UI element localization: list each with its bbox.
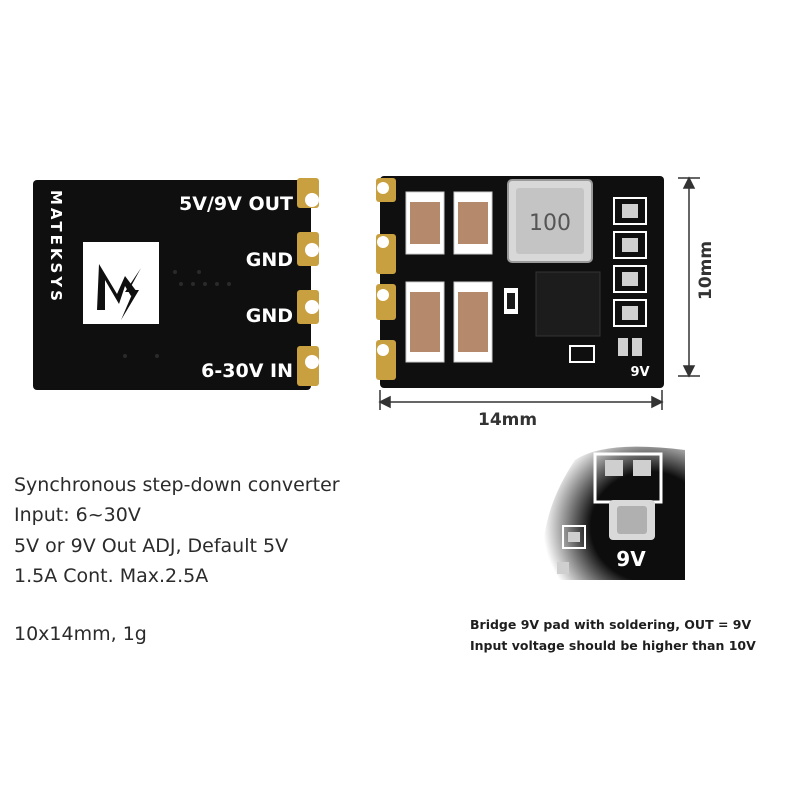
spec-line-4: 1.5A Cont. Max.2.5A xyxy=(14,565,209,587)
pin-label-gnd-1: GND xyxy=(246,249,293,271)
pin-label-out: 5V/9V OUT xyxy=(179,193,293,215)
board-front-photo: 100 9V xyxy=(376,176,664,388)
closeup-pad-label: 9V xyxy=(616,547,646,571)
pin-label-gnd-2: GND xyxy=(246,305,293,327)
inductor: 100 xyxy=(507,179,593,263)
vias xyxy=(123,270,231,358)
spec-line-2: Input: 6~30V xyxy=(14,504,141,526)
note-line-2: Input voltage should be higher than 10V xyxy=(470,638,756,653)
castellated-pads-front xyxy=(376,178,396,380)
note-line-1: Bridge 9V pad with soldering, OUT = 9V xyxy=(470,617,752,632)
brand-label: MATEKSYS xyxy=(47,190,65,304)
board-back-photo: MATEKSYS 5V/9V OUT GND GND 6-30V IN xyxy=(33,178,319,390)
ic-chip xyxy=(535,271,601,337)
pin-label-in: 6-30V IN xyxy=(201,360,293,382)
height-dimension-label: 10mm xyxy=(696,240,716,300)
capacitors xyxy=(405,191,493,363)
spec-line-1: Synchronous step-down converter xyxy=(14,474,340,496)
small-components xyxy=(504,197,647,363)
castellated-pads xyxy=(297,178,319,386)
spec-line-3: 5V or 9V Out ADJ, Default 5V xyxy=(14,535,289,557)
mateksys-logo xyxy=(83,242,159,324)
pad-label-9v: 9V xyxy=(630,365,649,380)
width-dimension-label: 14mm xyxy=(478,410,538,430)
closeup-photo: 9V xyxy=(543,446,685,580)
dimension-lines xyxy=(378,176,700,410)
inductor-marking: 100 xyxy=(529,211,571,236)
spec-line-5: 10x14mm, 1g xyxy=(14,623,147,645)
